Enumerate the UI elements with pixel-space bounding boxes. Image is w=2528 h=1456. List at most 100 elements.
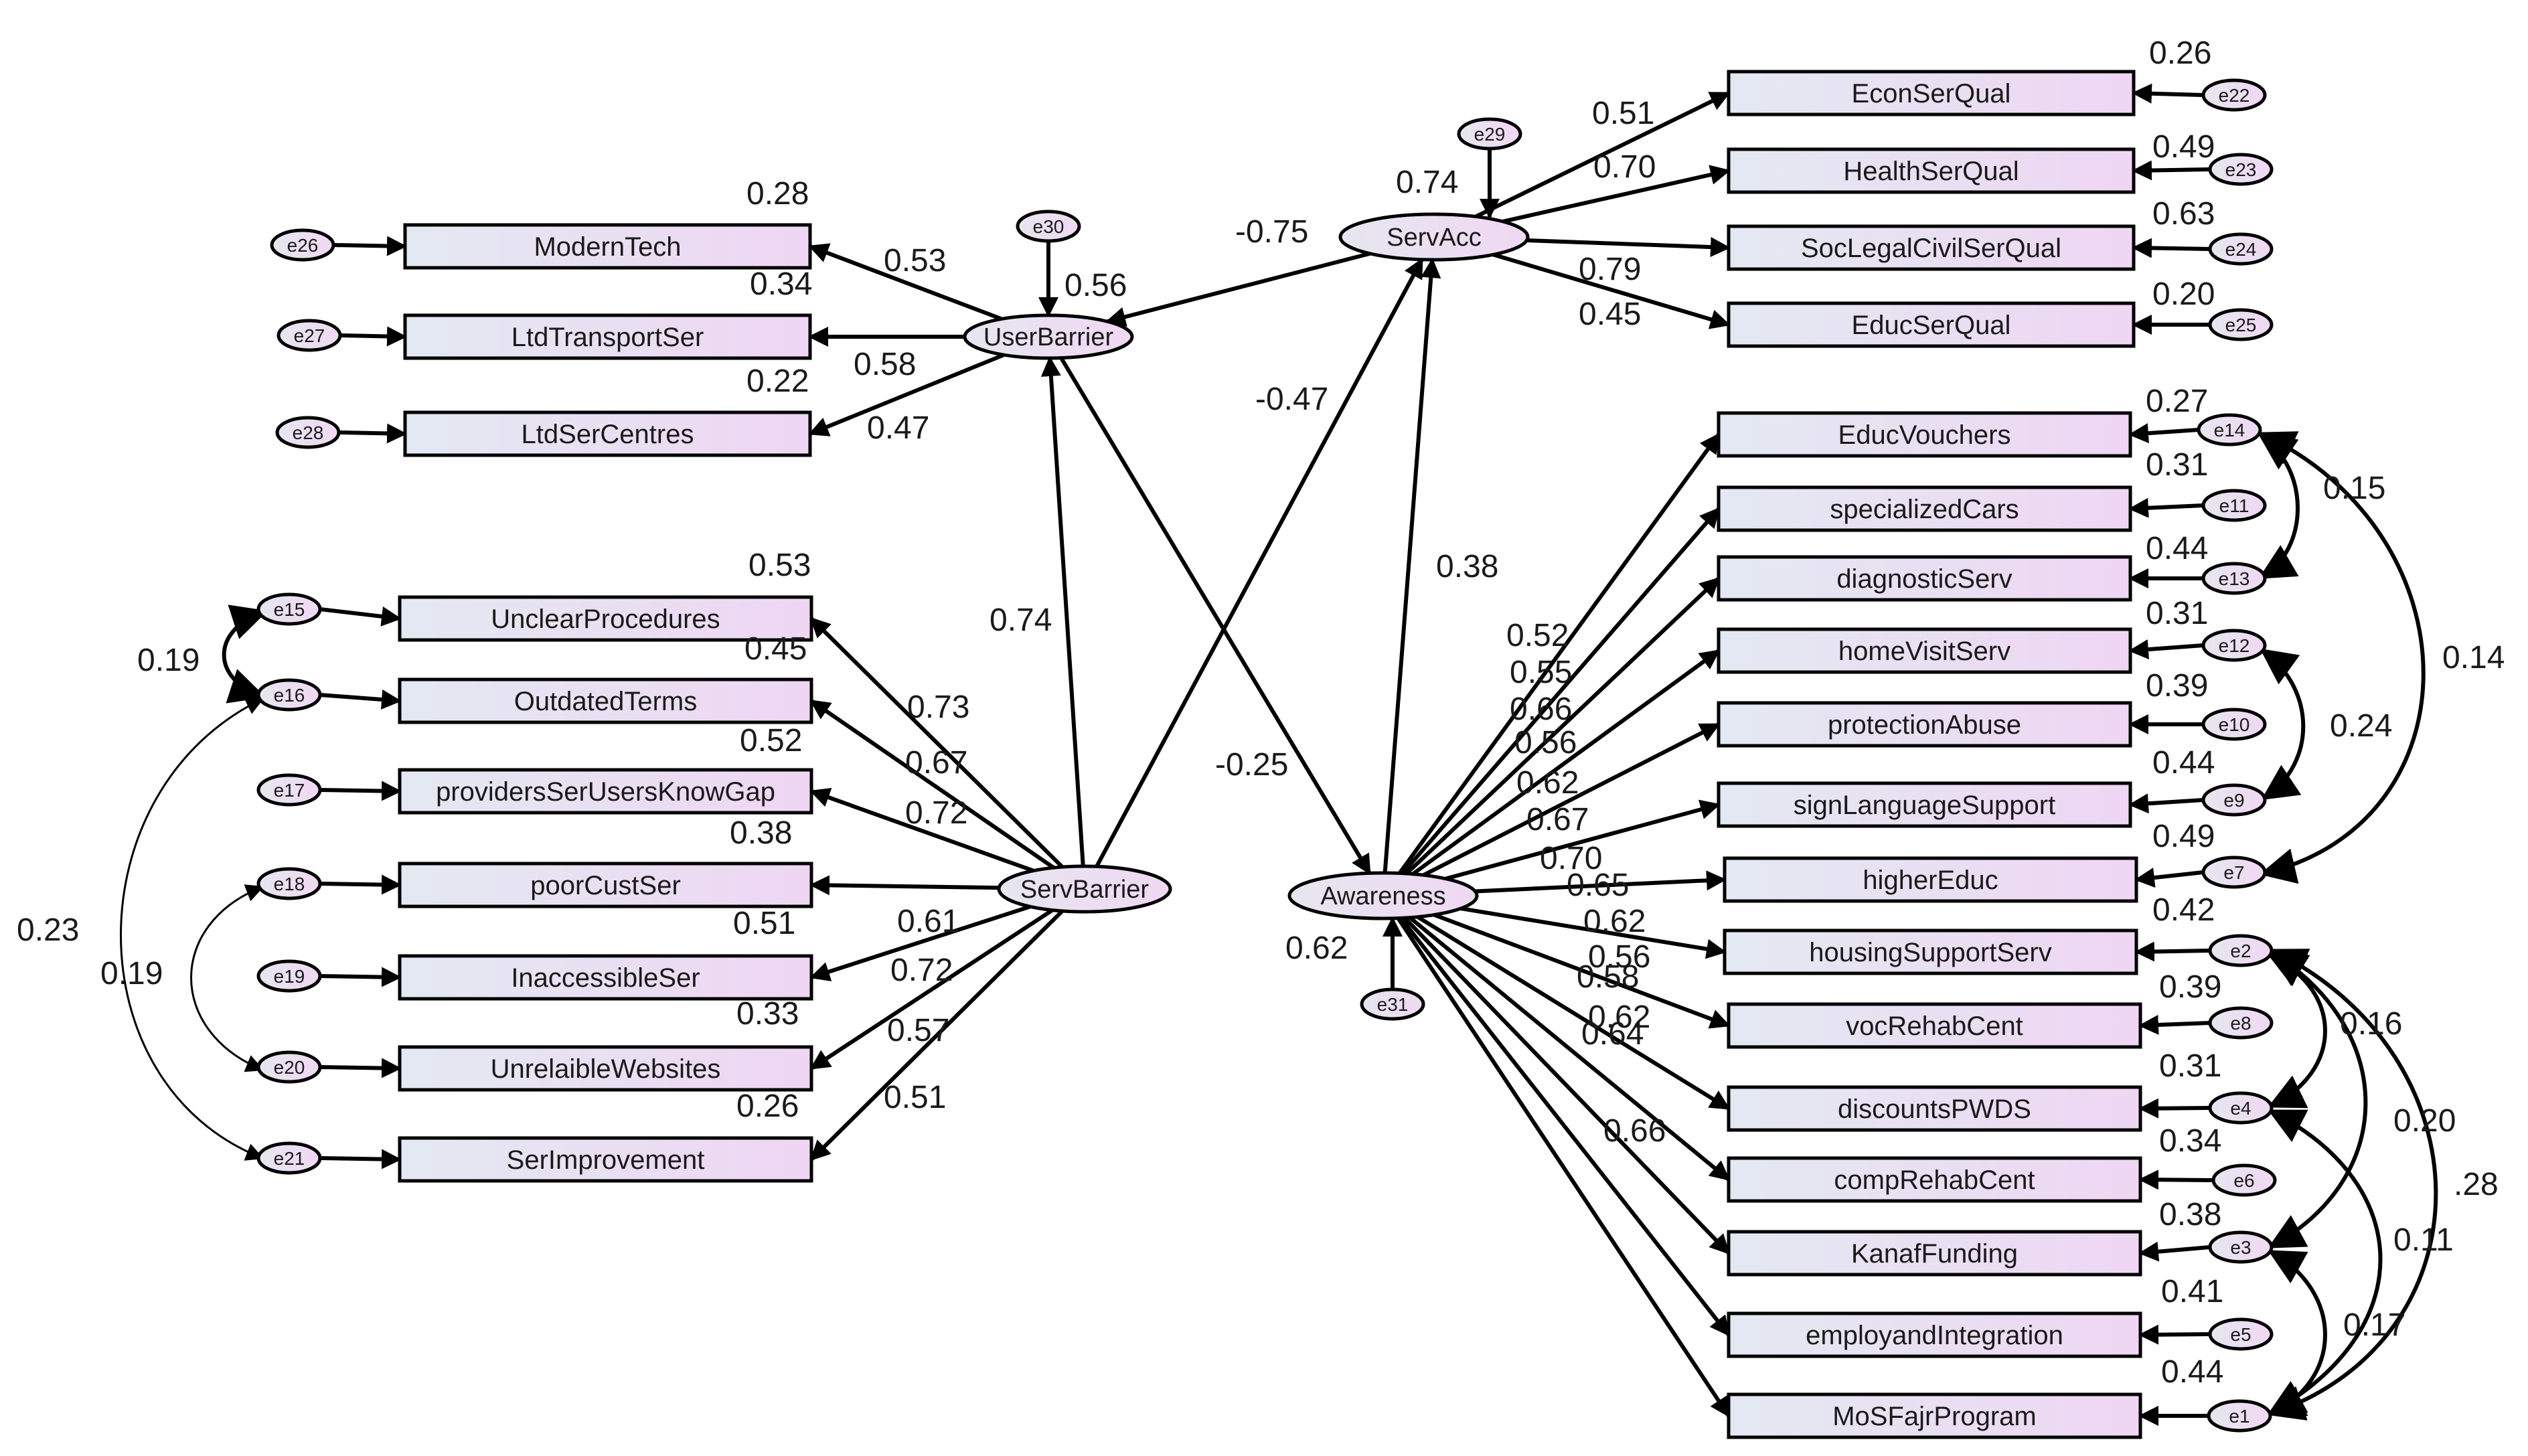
coef-r2-housingsupportserv: 0.42 xyxy=(2152,892,2215,928)
indicator-box xyxy=(1727,70,2136,116)
coef-r2-ltdtransportser: 0.34 xyxy=(750,266,812,302)
loading-servacc-healthserqual xyxy=(1502,165,1731,224)
indicator-box xyxy=(403,223,812,270)
indicator-providersserusersknowgap: providersSerUsersKnowGap xyxy=(398,768,813,815)
indicator-box xyxy=(1727,1156,2142,1203)
error-e20: e20 xyxy=(256,1050,322,1084)
indicator-label: EconSerQual xyxy=(1852,79,2011,108)
error-arrow-e23 xyxy=(2132,160,2211,181)
loading-awareness-highereduc xyxy=(1475,870,1727,894)
error-ellipse xyxy=(2201,629,2267,662)
loading-servbarrier-unrelaiblewebsites xyxy=(809,908,1054,1070)
indicator-poorcustser: poorCustSer xyxy=(398,862,813,908)
error-label: e5 xyxy=(2230,1324,2251,1345)
error-ellipse xyxy=(2201,562,2267,595)
error-ellipse xyxy=(2201,708,2267,741)
loading-userbarrier-ltdsercentres xyxy=(808,353,1005,436)
coef-ld-discountspwds: 0.56 xyxy=(1588,939,1650,975)
indicator-unclearprocedures: UnclearProcedures xyxy=(398,595,813,642)
indicator-label: specializedCars xyxy=(1830,495,2019,524)
error-e27: e27 xyxy=(276,319,342,352)
coef-r2-highereduc: 0.49 xyxy=(2152,819,2215,854)
indicator-label: InaccessibleSer xyxy=(511,963,700,993)
error-ellipse xyxy=(2208,308,2274,341)
error-arrow-e20 xyxy=(319,1058,402,1078)
indicator-protectionabuse: protectionAbuse xyxy=(1717,701,2132,748)
covariance-e2-e1 xyxy=(2267,949,2438,1421)
error-e10: e10 xyxy=(2201,708,2267,741)
coef-ld-ltdtransportser: 0.58 xyxy=(854,347,916,382)
error-e7: e7 xyxy=(2201,856,2267,889)
indicator-label: poorCustSer xyxy=(530,871,681,900)
loading-awareness-comprehabcent xyxy=(1408,916,1731,1182)
indicator-label: OutdatedTerms xyxy=(514,687,697,716)
coef-r2-outdatedterms: 0.45 xyxy=(744,631,807,667)
indicator-box xyxy=(1717,781,2132,828)
error-arrow-e16 xyxy=(319,690,402,710)
error-label: e25 xyxy=(2225,315,2257,335)
error-arrow-e19 xyxy=(319,967,402,987)
coef-ld-outdatedterms: 0.67 xyxy=(905,745,967,781)
error-arrow-e22 xyxy=(2132,83,2204,104)
error-e30: e30 xyxy=(1016,210,1081,243)
coef-r2-educvouchers: 0.27 xyxy=(2146,384,2208,419)
loading-servacc-educserqual xyxy=(1492,252,1731,329)
error-label: e18 xyxy=(274,874,305,894)
coef-ld-serimprovement: 0.51 xyxy=(884,1080,946,1115)
coef-ld-educserqual: 0.45 xyxy=(1579,297,1641,332)
error-e13: e13 xyxy=(2201,562,2267,595)
coef-r2-employandintegration: 0.41 xyxy=(2161,1274,2223,1309)
indicator-label: LtdTransportSer xyxy=(511,323,704,352)
coef-r2-educserqual: 0.20 xyxy=(2152,276,2215,312)
loading-servbarrier-serimprovement xyxy=(809,909,1064,1161)
error-arrow-e5 xyxy=(2138,1324,2211,1345)
indicator-label: EducVouchers xyxy=(1838,420,2011,450)
error-ellipse xyxy=(270,228,335,262)
error-e16: e16 xyxy=(256,678,322,712)
coef-ld-specializedcars: 0.55 xyxy=(1510,655,1572,690)
error-e18: e18 xyxy=(256,867,322,900)
indicator-box xyxy=(398,595,813,642)
latent-label: ServBarrier xyxy=(1020,876,1149,904)
indicator-box xyxy=(1723,928,2138,975)
coef-ld-signlanguagesupport: 0.67 xyxy=(1526,802,1589,837)
error-label: e31 xyxy=(1377,994,1409,1015)
error-e31: e31 xyxy=(1360,987,1425,1021)
indicator-box xyxy=(1717,555,2132,602)
indicator-box xyxy=(403,410,812,457)
error-label: e9 xyxy=(2223,790,2244,811)
error-arrow-e11 xyxy=(2128,497,2204,518)
error-e3: e3 xyxy=(2208,1230,2274,1264)
indicator-label: discountsPWDS xyxy=(1838,1095,2031,1124)
loading-awareness-signlanguagesupport xyxy=(1445,799,1721,881)
indicator-label: ModernTech xyxy=(534,232,681,262)
path-userbarrier-to-awareness xyxy=(1059,357,1372,875)
error-ellipse xyxy=(2208,1230,2274,1264)
error-arrow-e7 xyxy=(2134,868,2204,888)
coef-cov-e2-e4: 0.16 xyxy=(2340,1006,2402,1042)
coef-r2-poorcustser: 0.38 xyxy=(730,815,792,851)
error-arrow-e4 xyxy=(2138,1098,2211,1119)
error-e1: e1 xyxy=(2207,1399,2272,1433)
error-label: e21 xyxy=(274,1148,305,1169)
indicator-box xyxy=(1723,856,2138,903)
latent-servbarrier: ServBarrier xyxy=(997,864,1172,914)
indicator-kanaffunding: KanafFunding xyxy=(1727,1230,2142,1277)
coef-r2-soclegalcivilserqual: 0.63 xyxy=(2152,196,2215,232)
loading-awareness-employandintegration xyxy=(1399,916,1731,1337)
latent-ellipse xyxy=(1287,871,1479,920)
coef-r2-unrelaiblewebsites: 0.33 xyxy=(736,996,799,1032)
error-e15: e15 xyxy=(256,592,322,626)
loading-servbarrier-outdatedterms xyxy=(809,699,1055,870)
covariance-e2-e3 xyxy=(2268,951,2368,1248)
indicator-box xyxy=(398,1136,813,1183)
error-e9: e9 xyxy=(2201,783,2267,817)
covariance-e15-e16 xyxy=(222,604,268,704)
latent-awareness: Awareness xyxy=(1287,871,1479,920)
indicator-moderntech: ModernTech xyxy=(403,223,812,270)
error-label: e24 xyxy=(2225,239,2257,260)
covariance-e14-e7 xyxy=(2258,431,2426,884)
coef-ld-kanaffunding: 0.62 xyxy=(1588,999,1650,1035)
coef-ld-employandintegration: 0.64 xyxy=(1581,1016,1644,1052)
error-label: e13 xyxy=(2219,568,2250,589)
